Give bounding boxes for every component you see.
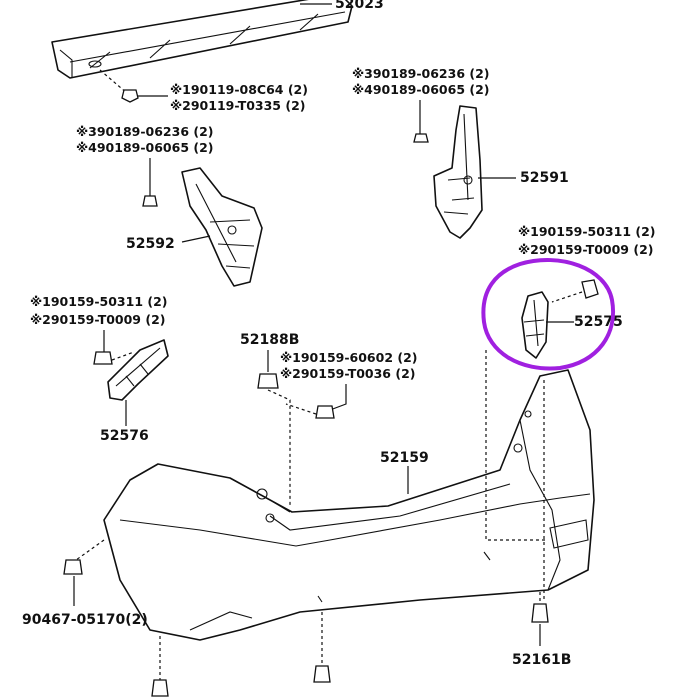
label-52591: 52591: [520, 170, 569, 186]
rear-bumper-retainer-left: [181, 167, 263, 287]
rear-bumper-reinforcement: [51, 0, 353, 79]
label-52161B: 52161B: [512, 652, 571, 668]
note-bolt-top-2: ※290119-T0335 (2): [170, 98, 305, 113]
screw-icon: [581, 279, 599, 299]
note-clip-left-1: ※390189-06236 (2): [76, 124, 214, 139]
rear-bumper-retainer-right: [433, 105, 483, 239]
clip-icon: [313, 665, 331, 683]
clip-icon: [257, 373, 279, 389]
label-52159: 52159: [380, 450, 429, 466]
label-52188B: 52188B: [240, 332, 299, 348]
clip-icon: [531, 603, 549, 623]
label-52575: 52575: [574, 314, 623, 330]
screw-icon: [93, 351, 113, 365]
note-clip-right-2: ※490189-06065 (2): [352, 82, 490, 97]
note-screw-mid-1: ※190159-60602 (2): [280, 350, 418, 365]
screw-icon: [63, 559, 83, 575]
label-90467: 90467-05170(2): [22, 612, 148, 628]
label-52023: 52023: [335, 0, 384, 12]
bolt-icon: [121, 89, 139, 103]
clip-icon: [413, 133, 429, 143]
clip-icon: [151, 679, 169, 697]
clip-icon: [142, 195, 158, 207]
note-bolt-top-1: ※190119-08C64 (2): [170, 82, 308, 97]
rear-bumper-side-retainer-right: [521, 291, 549, 359]
label-52592: 52592: [126, 236, 175, 252]
note-screw-left-1: ※190159-50311 (2): [30, 294, 168, 309]
note-clip-left-2: ※490189-06065 (2): [76, 140, 214, 155]
note-screw-right-1: ※190159-50311 (2): [518, 224, 656, 239]
highlight-circle: [481, 258, 615, 371]
label-52576: 52576: [100, 428, 149, 444]
note-screw-right-2: ※290159-T0009 (2): [518, 242, 653, 257]
note-clip-right-1: ※390189-06236 (2): [352, 66, 490, 81]
note-screw-left-2: ※290159-T0009 (2): [30, 312, 165, 327]
rear-bumper-cover: [103, 369, 595, 641]
note-screw-mid-2: ※290159-T0036 (2): [280, 366, 415, 381]
rear-bumper-side-retainer-left: [107, 339, 169, 401]
screw-icon: [315, 405, 335, 419]
